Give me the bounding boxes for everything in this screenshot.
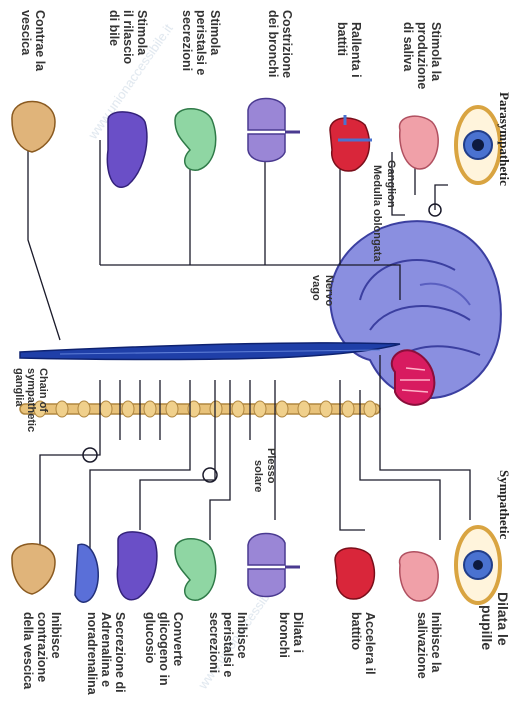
chain-label-2: sympathetic xyxy=(25,368,37,432)
ganglion-bead xyxy=(298,401,310,417)
eye-icon xyxy=(456,527,500,603)
effect-bile-1: Stimola xyxy=(135,10,149,56)
salivary-gland-icon xyxy=(400,116,439,169)
stomach-icon xyxy=(175,539,216,600)
effect-bladder-1: Contrae la xyxy=(33,10,47,72)
ganglion-bead xyxy=(100,401,112,417)
sympathetic-title: Sympathetic xyxy=(497,470,512,540)
ganglion-bead xyxy=(254,401,266,417)
ganglion-bead xyxy=(210,401,222,417)
effect-peristalsis-inhibit-1: Inibisce xyxy=(235,612,249,659)
effect-salivation-2: salivazione xyxy=(415,612,429,679)
effect-saliva-2: produzione xyxy=(415,22,429,89)
effect-bronchi-1: Costrizione xyxy=(280,10,294,78)
effect-pupils-2: pupille xyxy=(479,605,495,650)
liver-icon xyxy=(117,532,157,600)
effect-peristalsis-2: peristalsi e xyxy=(194,10,208,75)
effect-bile-3: di bile xyxy=(107,10,121,46)
parasympathetic-title: Parasympathetic xyxy=(497,92,512,186)
lungs-icon xyxy=(248,533,300,596)
effect-peristalsis-1: Stimola xyxy=(208,10,222,56)
effect-heart-1: Rallenta i xyxy=(349,22,363,78)
ganglion-bead xyxy=(342,401,354,417)
eye-icon xyxy=(456,107,500,183)
salivary-gland-icon xyxy=(400,552,439,601)
stomach-icon xyxy=(175,109,216,170)
ganglion-label: Ganglion xyxy=(385,160,397,208)
lungs-icon xyxy=(248,98,300,161)
effect-bronchi-dilate-1: Dilata i xyxy=(291,612,305,653)
heart-icon xyxy=(330,118,369,171)
medulla-label: Medulla oblongata xyxy=(371,165,383,262)
effect-salivation-1: Inibisce la xyxy=(429,612,443,673)
effect-bile-2: il rilascio xyxy=(121,10,135,65)
effect-peristalsis-inhibit-3: secrezioni xyxy=(207,612,221,673)
effect-heart-2: battiti xyxy=(335,22,349,56)
sympathetic-chain xyxy=(20,401,380,417)
ganglion-bead xyxy=(122,401,134,417)
vagus-label-1: Nervo xyxy=(323,275,335,306)
ganglion-bead xyxy=(276,401,288,417)
ganglion-bead xyxy=(232,401,244,417)
effect-saliva-3: di saliva xyxy=(401,22,415,72)
organs-parasympathetic xyxy=(12,98,500,187)
ganglion-bead xyxy=(56,401,68,417)
vagus-label-2: vago xyxy=(310,275,322,301)
plexus-label-2: solare xyxy=(252,460,264,492)
effect-bronchi-dilate-2: bronchi xyxy=(277,612,291,658)
organs-sympathetic xyxy=(12,527,500,603)
plexus-label-1: Plesso xyxy=(265,448,277,484)
effect-glycogen-1: Converte xyxy=(171,612,185,666)
ganglion-bead xyxy=(166,401,178,417)
effect-pupils-1: Dilata le xyxy=(495,592,511,646)
brain-group xyxy=(330,221,501,405)
effect-adrenaline-2: Adrenalina e xyxy=(99,612,113,687)
heart-icon xyxy=(335,548,374,599)
ganglion-bead xyxy=(78,401,90,417)
ganglion-bead xyxy=(144,401,156,417)
liver-icon xyxy=(107,112,147,187)
effect-bladder-inhibit-2: contrazione xyxy=(35,612,49,682)
effect-adrenaline-3: noradrenalina xyxy=(85,612,99,696)
ganglion-bead xyxy=(320,401,332,417)
bladder-icon xyxy=(12,101,55,152)
effect-heartbeat-1: Accelera il xyxy=(363,612,377,675)
effect-peristalsis-3: secrezioni xyxy=(180,10,194,71)
effect-heartbeat-2: battito xyxy=(349,612,363,651)
effect-bladder-inhibit-3: della vescica xyxy=(21,612,35,690)
ganglion-bead xyxy=(364,401,376,417)
chain-label-1: Chain of xyxy=(37,368,49,412)
effect-bronchi-2: dei bronchi xyxy=(266,10,280,77)
effect-adrenaline-1: Secrezione di xyxy=(113,612,127,693)
effect-glycogen-2: glicogeno in xyxy=(157,612,171,686)
spinal-cord xyxy=(20,343,400,360)
adrenal-icon xyxy=(75,544,98,602)
effect-saliva-1: Stimola la xyxy=(429,22,443,82)
parasympathetic-effects: Stimola la produzione di saliva Rallenta… xyxy=(19,10,443,89)
effect-bladder-inhibit-1: Inibisce xyxy=(49,612,63,659)
effect-peristalsis-inhibit-2: peristalsi e xyxy=(221,612,235,677)
effect-glycogen-3: glucosio xyxy=(143,612,157,664)
chain-label-3: ganglia xyxy=(13,368,25,407)
effect-bladder-2: vescica xyxy=(19,10,33,56)
bladder-icon xyxy=(12,544,55,594)
